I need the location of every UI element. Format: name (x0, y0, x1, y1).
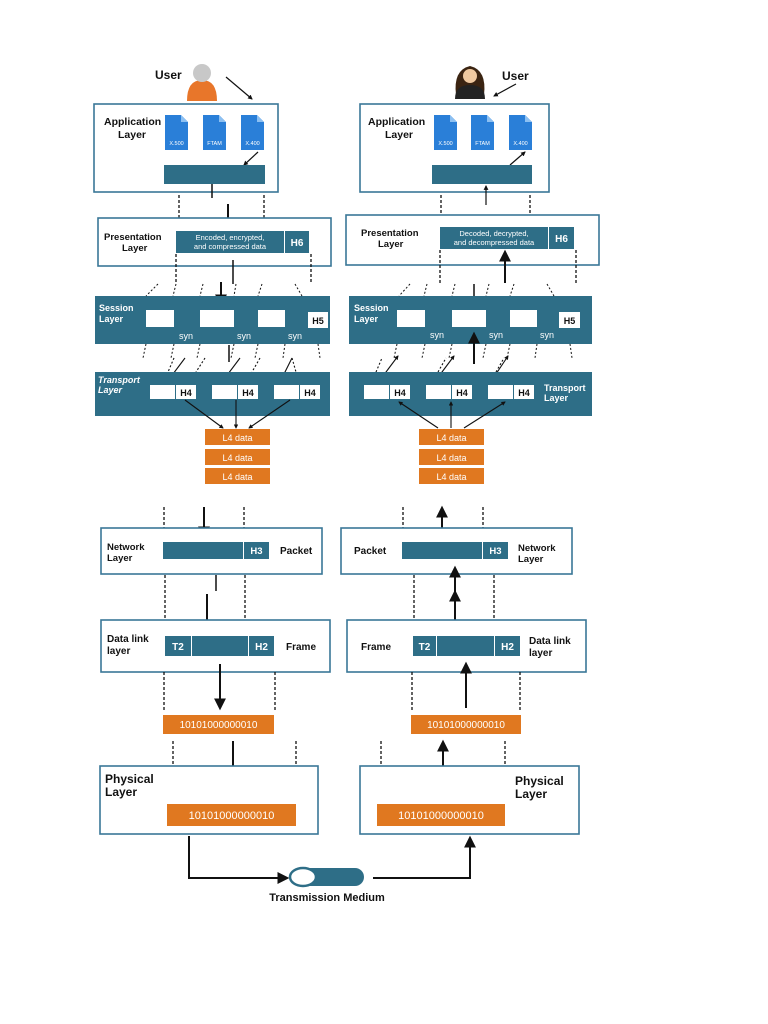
receiver-user-label: User (502, 69, 529, 83)
sender-app-data-bar (164, 165, 265, 184)
receiver-physical-bits: 10101000000010 (398, 810, 484, 822)
receiver-h4-header-1: H4 (394, 388, 406, 398)
receiver-h4-header-3: H4 (518, 388, 530, 398)
sender-h6-header: H6 (291, 238, 304, 249)
receiver-packet-label: Packet (354, 546, 387, 557)
receiver-syn-1: syn (430, 330, 444, 340)
sender-syn-3: syn (288, 331, 302, 341)
receiver-h4-header-2: H4 (456, 388, 468, 398)
receiver-app-data-bar (432, 165, 532, 184)
male-user-icon (187, 64, 217, 101)
female-user-icon (455, 66, 485, 99)
receiver-h3-header: H3 (489, 546, 501, 557)
x400-file-icon: X.400 (241, 115, 264, 150)
sender-user-label: User (155, 68, 182, 82)
sender-l4-data-2: L4 data (222, 453, 252, 463)
svg-text:FTAM: FTAM (207, 141, 222, 147)
receiver-t2-trailer: T2 (419, 642, 431, 653)
receiver-frame-label: Frame (361, 642, 391, 653)
sender-physical-bits: 10101000000010 (189, 810, 275, 822)
transmission-medium-label: Transmission Medium (269, 892, 385, 904)
sender-h4-header-3: H4 (304, 388, 316, 398)
receiver-syn-2: syn (489, 330, 503, 340)
sender-syn-1: syn (179, 331, 193, 341)
sender-syn-2: syn (237, 331, 251, 341)
svg-text:X.500: X.500 (438, 141, 452, 147)
svg-text:X.500: X.500 (169, 141, 183, 147)
sender-h4-header-2: H4 (242, 388, 254, 398)
sender-frame-label: Frame (286, 642, 316, 653)
svg-text:X.400: X.400 (245, 141, 259, 147)
x500-file-icon: X.500 (165, 115, 188, 150)
transmission-medium: Transmission Medium (188, 835, 476, 904)
receiver-l4-data-3: L4 data (436, 472, 466, 482)
sender-presentation-data: Encoded, encrypted,and compressed data (194, 233, 267, 251)
sender-l4-data-1: L4 data (222, 433, 252, 443)
ftam-file-icon: FTAM (203, 115, 226, 150)
user-to-app-arrow (225, 76, 253, 100)
receiver-h6-header: H6 (555, 234, 568, 245)
svg-text:X.400: X.400 (513, 141, 527, 147)
sender-h5-header: H5 (312, 316, 324, 326)
x400-file-icon: X.400 (509, 115, 532, 150)
receiver-syn-3: syn (540, 330, 554, 340)
sender-bits: 10101000000010 (180, 720, 258, 731)
receiver-l4-data-1: L4 data (436, 433, 466, 443)
x500-file-icon: X.500 (434, 115, 457, 150)
receiver-bits: 10101000000010 (427, 720, 505, 731)
svg-text:FTAM: FTAM (475, 141, 490, 147)
sender-h3-header: H3 (250, 546, 262, 557)
receiver-presentation-data: Decoded, decrypted,and decompressed data (454, 229, 535, 247)
sender-t2-trailer: T2 (172, 642, 184, 653)
sender-h2-header: H2 (255, 642, 268, 653)
sender-packet-label: Packet (280, 546, 313, 557)
receiver-h5-header: H5 (564, 316, 576, 326)
receiver-h2-header: H2 (501, 642, 514, 653)
sender-l4-data-3: L4 data (222, 472, 252, 482)
sender-h4-header-1: H4 (180, 388, 192, 398)
receiver-l4-data-2: L4 data (436, 453, 466, 463)
ftam-file-icon: FTAM (471, 115, 494, 150)
